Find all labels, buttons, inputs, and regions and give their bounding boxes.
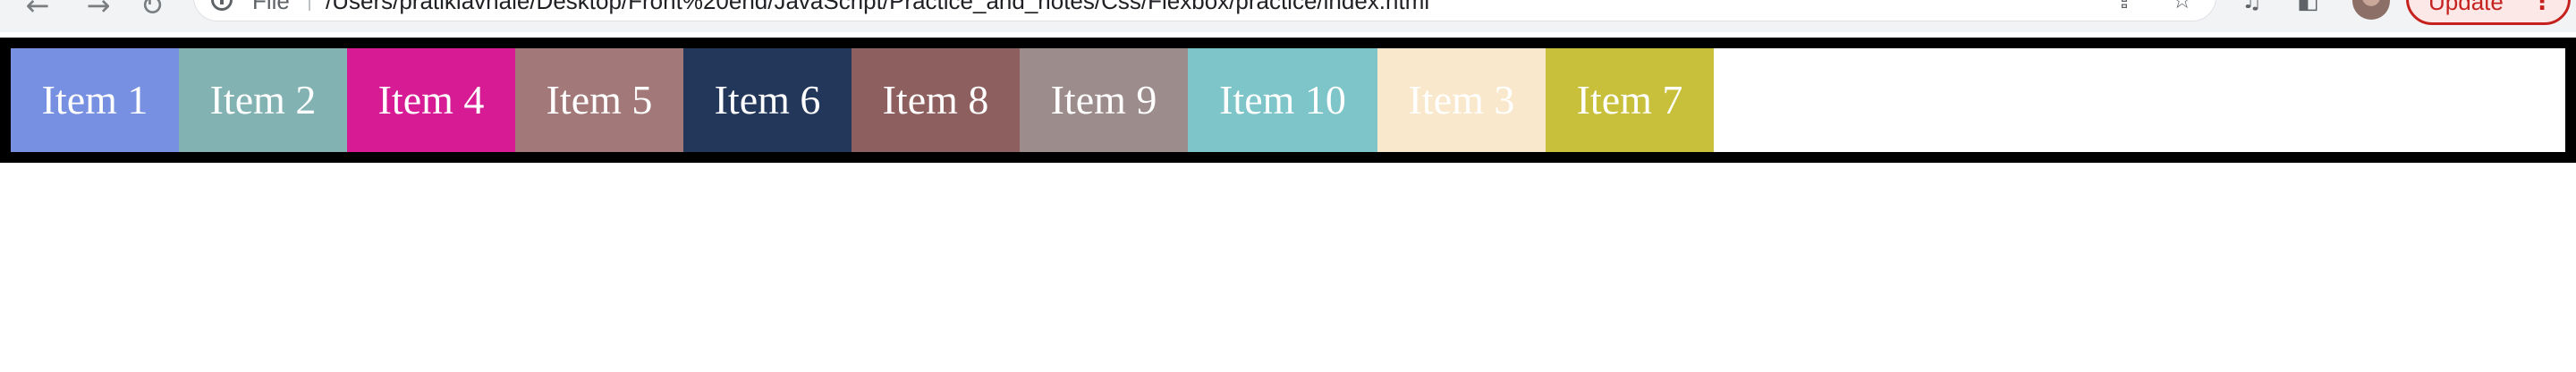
forward-arrow-icon[interactable]: → — [86, 0, 111, 22]
address-bar[interactable] — [193, 0, 2216, 21]
url-text[interactable]: /Users/pratiklavhale/Desktop/Front%20end… — [326, 0, 1430, 14]
flex-item: Item 2 — [179, 48, 347, 152]
flex-item: Item 3 — [1377, 48, 1546, 152]
address-separator — [309, 0, 310, 11]
back-arrow-icon[interactable]: ← — [25, 0, 50, 22]
reload-icon[interactable]: ↻ — [140, 0, 165, 22]
flex-item: Item 5 — [515, 48, 683, 152]
side-panel-icon[interactable]: ◧ — [2297, 0, 2319, 14]
update-button[interactable]: Update ⋮ — [2406, 0, 2571, 25]
star-icon[interactable]: ☆ — [2172, 0, 2193, 14]
flex-item: Item 4 — [347, 48, 515, 152]
flex-item: Item 1 — [11, 48, 179, 152]
flex-container: Item 1 Item 2 Item 4 Item 5 Item 6 Item … — [0, 38, 2576, 163]
menu-icon[interactable]: ⋮ — [2530, 0, 2554, 15]
profile-avatar[interactable] — [2352, 0, 2390, 20]
flex-item: Item 10 — [1188, 48, 1377, 152]
flex-item: Item 6 — [683, 48, 852, 152]
browser-toolbar: ← → ↻ File /Users/pratiklavhale/Desktop/… — [0, 0, 2576, 32]
update-button-label: Update — [2428, 0, 2504, 15]
media-control-icon[interactable]: ♫ — [2241, 0, 2263, 14]
flex-item: Item 9 — [1020, 48, 1188, 152]
scheme-label: File — [252, 0, 290, 14]
flex-item: Item 7 — [1546, 48, 1714, 152]
share-icon[interactable]: ⇪ — [2114, 0, 2134, 14]
flex-item: Item 8 — [852, 48, 1020, 152]
